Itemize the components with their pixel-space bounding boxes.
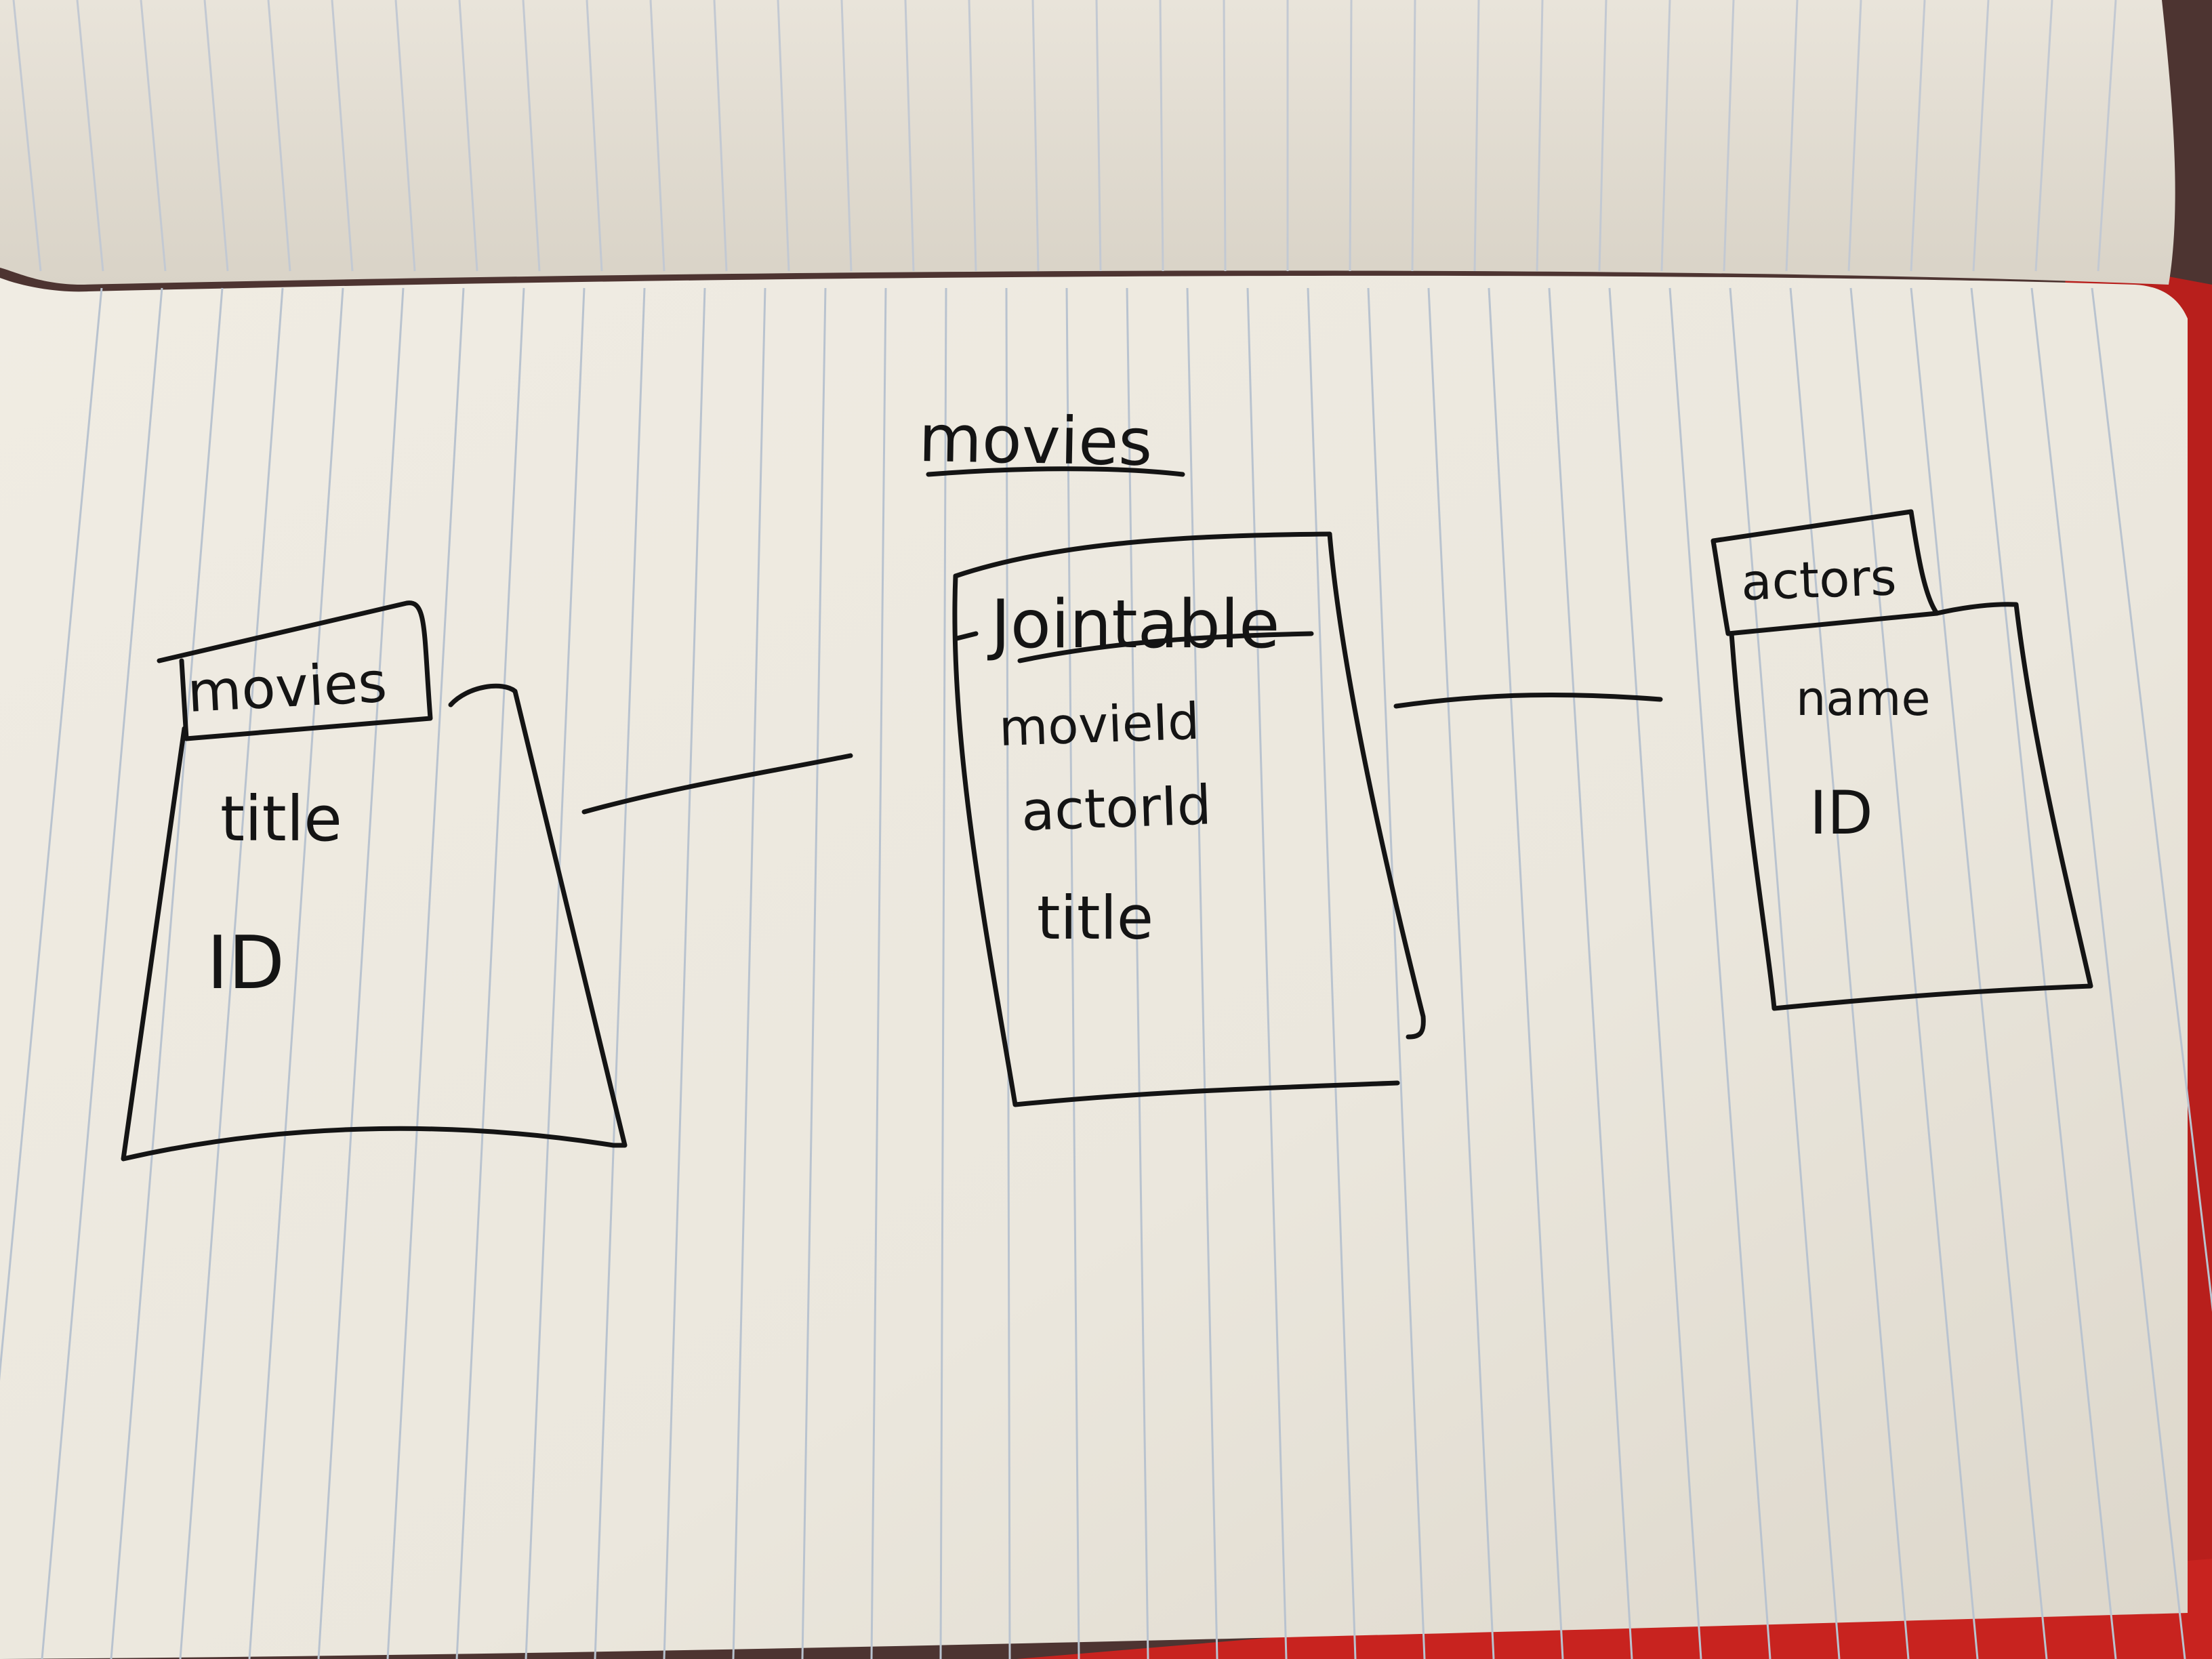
join-field-actorid: actorId [1020,773,1212,843]
actors-field-id: ID [1809,778,1873,848]
movies-field-title: title [220,783,342,855]
rule-line [1367,287,1426,1659]
connector-movies-jointable [581,753,853,815]
rule-line [1723,0,1735,272]
rule-line [0,287,103,1382]
rule-line [1223,0,1227,272]
movies-table: movies title ID [121,600,628,1162]
rule-line [1126,287,1149,1659]
rule-line [732,287,766,1659]
rule-line [386,287,465,1659]
movies-field-id: ID [207,921,285,1006]
rule-line [41,287,163,1659]
rule-line [331,0,354,272]
rule-line [1536,0,1544,272]
rule-line [203,0,229,272]
diagram-heading-underline [926,466,1185,477]
rule-line [1246,287,1288,1659]
rule-line [1598,0,1607,272]
rule-line [968,0,977,272]
rule-line [1548,287,1633,1659]
rule-line [649,0,665,272]
rule-line [525,287,586,1659]
rule-line [840,0,853,272]
rule-line [2034,0,2053,272]
rule-line [939,287,947,1659]
rule-line [777,0,790,272]
main-page [0,275,2188,1659]
rule-line [2097,0,2117,272]
rule-line [267,0,291,272]
rule-line [1065,287,1080,1659]
rule-line [1970,287,2117,1659]
actors-table: actors name ID [1711,509,2093,1011]
rule-line [1668,287,1771,1659]
rule-line [248,287,344,1659]
rule-line [1031,0,1040,272]
rule-line [1729,287,1841,1659]
rule-line [1660,0,1671,272]
rule-line [1847,0,1862,272]
rule-line [317,287,405,1659]
movies-table-body [121,683,628,1162]
main-page-rules [0,287,2212,1659]
upper-page [0,0,2175,285]
rule-line [1473,0,1480,272]
rule-line [1186,287,1218,1659]
rule-line [904,0,915,272]
upper-page-rules [12,0,2117,272]
rule-line [2030,287,2186,1659]
rule-line [663,287,706,1659]
rule-line [1159,0,1164,272]
rule-line [179,287,284,1659]
join-table-tick [954,631,979,641]
join-table: Jointable movieId actorId title [952,531,1426,1107]
rule-line [394,0,416,272]
actors-table-body [1729,602,2093,1011]
movies-table-name: movies [186,651,388,725]
rule-line [1488,287,1564,1659]
join-table-body [952,573,1400,1107]
rule-line [1411,0,1416,272]
rule-line [458,0,478,272]
join-field-title: title [1037,883,1153,953]
rule-line [1789,287,1910,1659]
rule-line [870,287,887,1659]
actors-field-name: name [1796,671,1931,726]
rule-line [110,287,224,1659]
rule-line [1785,0,1799,272]
rule-line [522,0,541,272]
join-table-name-underline [1017,631,1314,663]
rule-line [455,287,525,1659]
movies-table-tab [157,600,433,741]
join-table-top [953,531,1332,579]
rule-line [1095,0,1102,272]
rule-line [586,0,603,272]
join-field-movieid: movieId [998,693,1201,758]
rule-line [1427,287,1495,1659]
join-table-name: Jointable [987,586,1279,663]
rule-line [1972,0,1990,272]
rule-line [140,0,167,272]
actors-table-name: actors [1740,548,1898,612]
connector-jointable-actors [1393,692,1663,709]
rule-line [1307,287,1357,1659]
rule-line [1005,287,1011,1659]
rule-line [594,287,646,1659]
rule-line [713,0,728,272]
rule-line [801,287,827,1659]
join-table-right [1327,531,1426,1040]
rule-line [12,0,42,272]
rule-line [1910,0,1926,272]
rule-line [1910,287,2048,1659]
rule-line [2091,287,2212,1312]
er-diagram: movies movies title ID Jointable movieId… [121,401,2093,1162]
rule-line [1608,287,1702,1659]
rule-line [1349,0,1353,272]
rule-line [76,0,104,272]
